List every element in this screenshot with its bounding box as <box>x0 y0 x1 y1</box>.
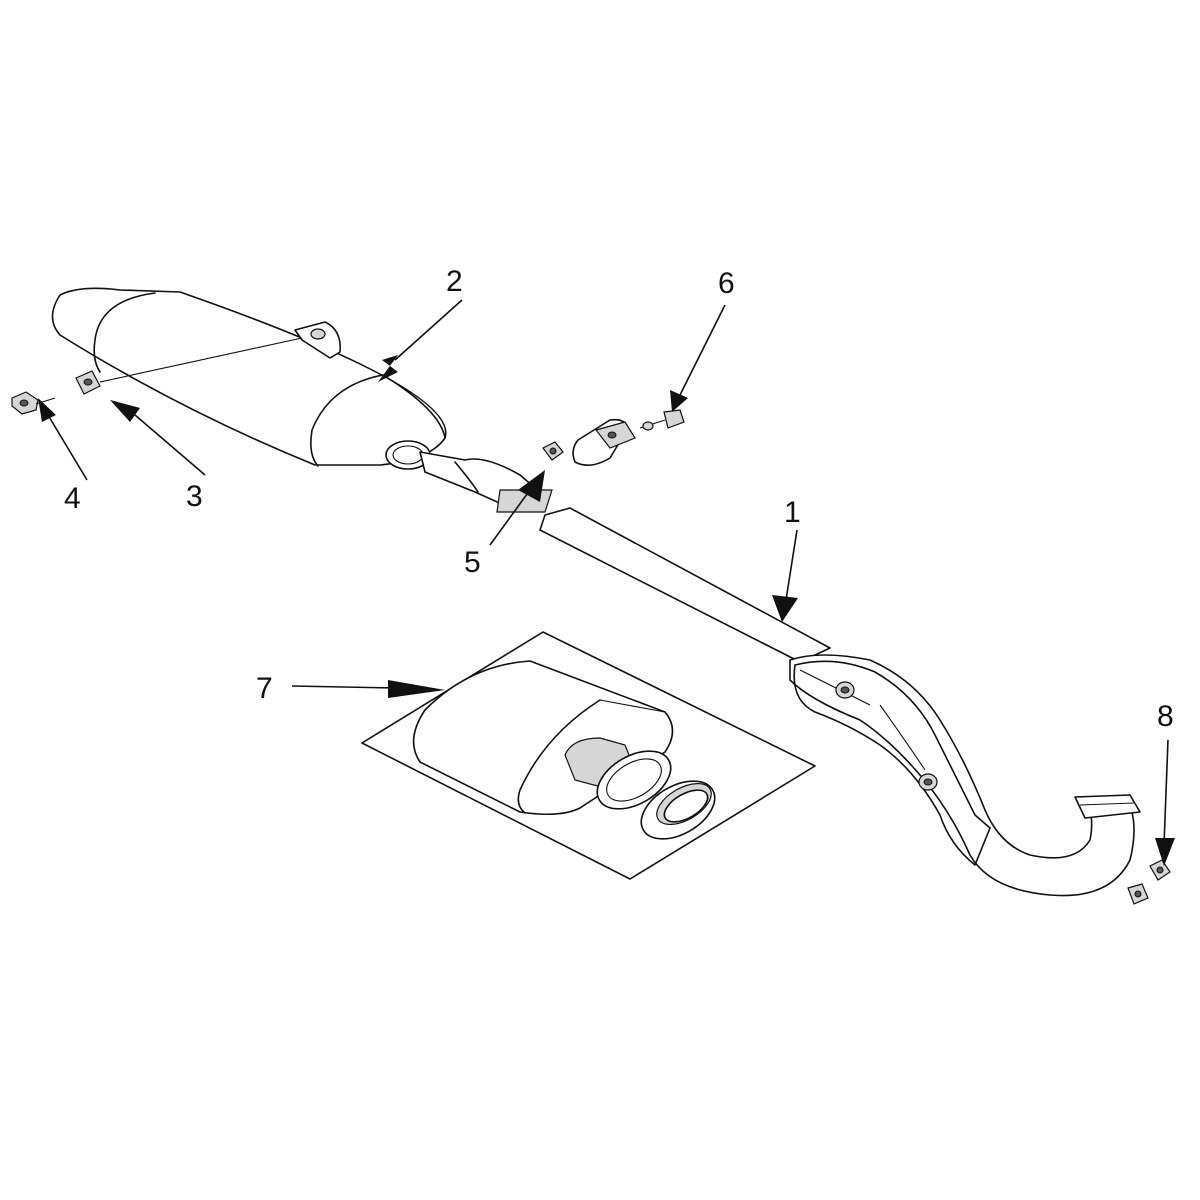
kit-box <box>361 631 816 880</box>
callout-3: 3 <box>186 480 203 513</box>
part-muffler <box>51 287 447 470</box>
callout-5: 5 <box>464 546 481 579</box>
part-header-pipe <box>539 507 1141 897</box>
leader-4 <box>38 398 88 481</box>
callout-2: 2 <box>446 265 463 298</box>
callout-7: 7 <box>256 672 273 705</box>
part-clamp-bolt <box>542 441 564 461</box>
part-silencer-kit <box>361 631 816 880</box>
leader-1 <box>772 529 798 622</box>
part-spring-bolt <box>639 409 685 431</box>
leader-2 <box>378 299 463 382</box>
callout-1: 1 <box>784 496 801 529</box>
part-washer <box>75 370 101 395</box>
callout-4: 4 <box>64 482 81 515</box>
leader-8 <box>1155 739 1175 866</box>
leader-6 <box>670 304 726 412</box>
leader-5 <box>489 470 545 546</box>
part-header-nuts <box>1127 859 1171 905</box>
leader-7 <box>291 680 445 698</box>
part-nut <box>11 391 56 415</box>
alignment-line <box>99 337 303 383</box>
callout-8: 8 <box>1157 700 1174 733</box>
leader-3 <box>110 400 206 476</box>
callout-6: 6 <box>718 267 735 300</box>
part-clamp <box>572 418 636 466</box>
